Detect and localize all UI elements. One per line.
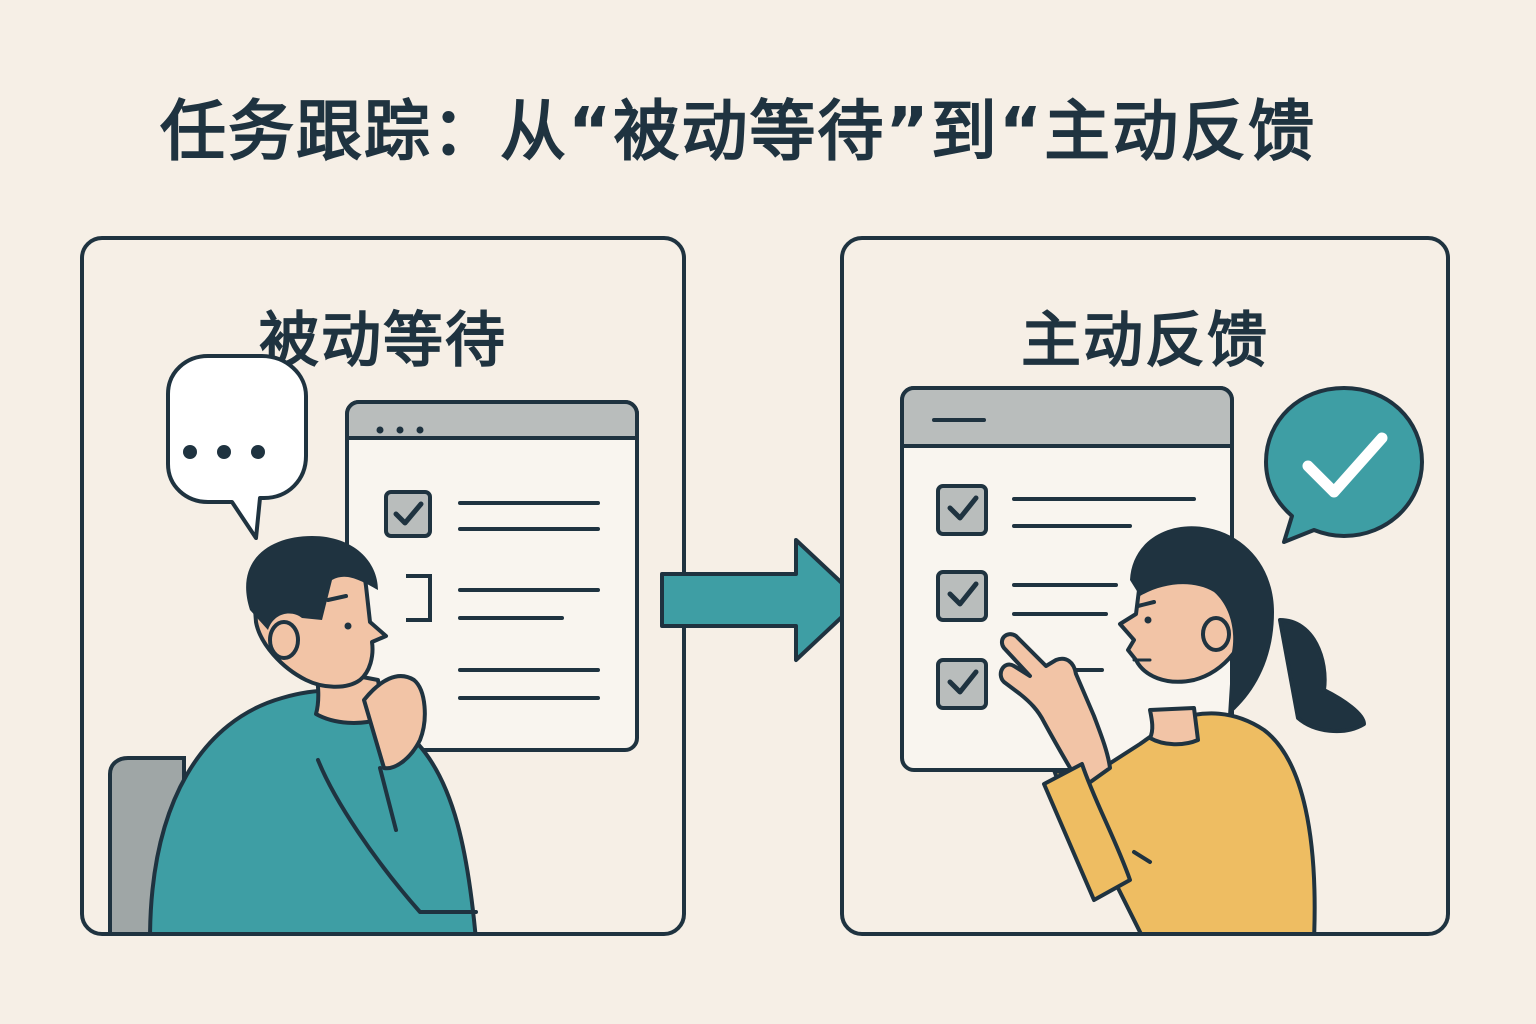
checkbox-icon: [936, 570, 988, 622]
page-title: 任务跟踪：从“被动等待”到“主动反馈: [160, 93, 1317, 170]
checkbox-icon: [936, 658, 988, 710]
waiting-man: [148, 536, 478, 932]
arrow-right-icon: [660, 538, 862, 662]
active-feedback-panel: 主动反馈: [840, 236, 1450, 936]
active-panel-title: 主动反馈: [1021, 306, 1269, 376]
ellipsis-speech-bubble-icon: [166, 354, 308, 540]
passive-waiting-panel: 被动等待: [80, 236, 686, 936]
checkbox-icon: [384, 490, 432, 538]
check-speech-bubble-icon: [1264, 386, 1424, 544]
task-list-window: [345, 400, 639, 752]
feedback-woman: [998, 526, 1366, 932]
empty-checkbox-icon: [406, 574, 432, 622]
checkbox-icon: [936, 484, 988, 536]
active-feedback-illustration: [900, 386, 1424, 932]
passive-panel-title: 被动等待: [259, 306, 507, 376]
passive-waiting-illustration: [108, 354, 639, 932]
